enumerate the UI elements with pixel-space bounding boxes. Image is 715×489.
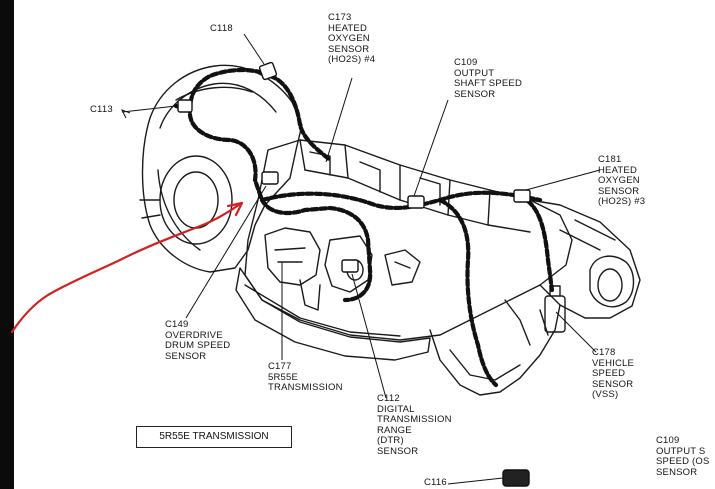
red-annotation-arrow	[10, 202, 242, 334]
left-edge-bar	[0, 0, 14, 489]
extension-housing	[529, 199, 641, 319]
connector-c118	[258, 61, 278, 81]
diagram-caption: 5R55E TRANSMISSION	[136, 426, 292, 448]
label-c149: C149 OVERDRIVE DRUM SPEED SENSOR	[165, 319, 231, 362]
label-c181: C181 HEATED OXYGEN SENSOR (HO2S) #3	[598, 154, 646, 207]
label-c118: C118	[210, 23, 233, 34]
label-c109-bottom: C109 OUTPUT S SPEED (OS SENSOR	[656, 435, 710, 478]
label-c112: C112 DIGITAL TRANSMISSION RANGE (DTR) SE…	[377, 393, 452, 457]
label-c173: C173 HEATED OXYGEN SENSOR (HO2S) #4	[328, 12, 376, 65]
transmission-case	[244, 139, 573, 341]
wiring-harness-main	[187, 67, 373, 303]
connector-c113	[177, 99, 193, 113]
connector-c112	[341, 259, 359, 273]
connector-c109	[407, 195, 425, 209]
oil-pan	[235, 267, 431, 361]
label-c178: C178 VEHICLE SPEED SENSOR (VSS)	[592, 347, 635, 400]
connector-c181	[513, 189, 531, 203]
label-c116: C116	[424, 477, 447, 488]
label-c113: C113	[90, 104, 113, 115]
bell-housing	[141, 64, 303, 273]
label-c177: C177 5R55E TRANSMISSION	[268, 361, 343, 393]
connector-c116	[502, 469, 530, 487]
label-c109-top: C109 OUTPUT SHAFT SPEED SENSOR	[454, 57, 523, 100]
connector-c149	[261, 171, 279, 185]
